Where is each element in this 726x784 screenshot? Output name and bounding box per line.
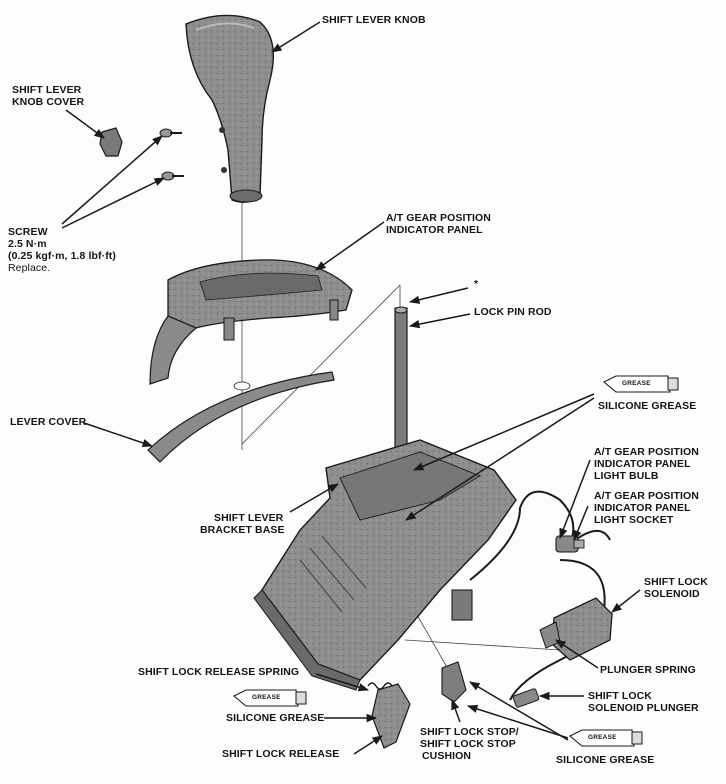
shift-lever-knob-part: [185, 14, 275, 203]
label-solenoid-line2: SOLENOID: [644, 588, 700, 600]
leader-arrows: [61, 21, 641, 755]
label-solenoid-plunger-line2: SOLENOID PLUNGER: [588, 702, 699, 714]
label-bracket-base-line1: SHIFT LEVER: [214, 512, 284, 524]
label-solenoid-line1: SHIFT LOCK: [644, 576, 708, 588]
shift-lock-solenoid-part: [539, 597, 613, 661]
grease-tube-icon: [569, 729, 643, 747]
label-lock-stop-line3: CUSHION: [422, 750, 472, 762]
label-light-socket-line3: LIGHT SOCKET: [594, 514, 674, 526]
shift-lever-knob-cover-part: [99, 127, 123, 157]
label-indicator-panel-line1: A/T GEAR POSITION: [386, 212, 491, 224]
solenoid-plunger-part: [512, 688, 540, 708]
label-knob-cover-line2: KNOB COVER: [12, 96, 85, 108]
label-screw: SCREW: [8, 226, 48, 238]
label-solenoid-plunger-line1: SHIFT LOCK: [588, 690, 652, 702]
label-lock-stop-line2: SHIFT LOCK STOP: [420, 738, 516, 750]
label-light-socket-line1: A/T GEAR POSITION: [594, 490, 699, 502]
label-light-socket-line2: INDICATOR PANEL: [594, 502, 691, 514]
screw-parts: [159, 128, 184, 181]
label-bracket-base-line2: BRACKET BASE: [200, 524, 285, 536]
label-shift-lever-knob: SHIFT LEVER KNOB: [322, 14, 426, 26]
shift-lock-stop-part: [441, 661, 467, 703]
label-light-bulb-line3: LIGHT BULB: [594, 470, 659, 482]
label-screw-note: Replace.: [8, 262, 51, 274]
label-screw-torque-alt: (0.25 kgf·m, 1.8 lbf·ft): [8, 250, 116, 262]
label-asterisk: *: [474, 278, 479, 290]
label-plunger-spring: PLUNGER SPRING: [600, 664, 696, 676]
label-light-bulb-line2: INDICATOR PANEL: [594, 458, 691, 470]
grease-tube-label: GREASE: [622, 380, 651, 387]
label-light-bulb-line1: A/T GEAR POSITION: [594, 446, 699, 458]
label-indicator-panel-line2: INDICATOR PANEL: [386, 224, 483, 236]
indicator-panel-part: [149, 259, 353, 385]
label-release-spring: SHIFT LOCK RELEASE SPRING: [138, 666, 300, 678]
label-silicone-grease-left: SILICONE GREASE: [226, 712, 325, 724]
label-knob-cover-line1: SHIFT LEVER: [12, 84, 82, 96]
grease-tube-label: GREASE: [252, 694, 281, 701]
grease-tube-icon: [603, 375, 679, 393]
label-screw-torque: 2.5 N·m: [8, 238, 47, 250]
label-silicone-grease-bottom: SILICONE GREASE: [556, 754, 655, 766]
grease-tube-icon: [233, 689, 307, 707]
label-lock-pin-rod: LOCK PIN ROD: [474, 306, 552, 318]
harness-connector-part: [451, 589, 473, 621]
shift-lever-bracket-base-part: [253, 439, 517, 691]
grease-tube-label: GREASE: [588, 734, 617, 741]
lever-cover-part: [147, 371, 335, 463]
label-shift-lock-release: SHIFT LOCK RELEASE: [222, 748, 340, 760]
light-socket-part: [555, 535, 585, 553]
label-lock-stop-line1: SHIFT LOCK STOP/: [420, 726, 519, 738]
label-silicone-grease-top: SILICONE GREASE: [598, 400, 697, 412]
label-lever-cover: LEVER COVER: [10, 416, 87, 428]
